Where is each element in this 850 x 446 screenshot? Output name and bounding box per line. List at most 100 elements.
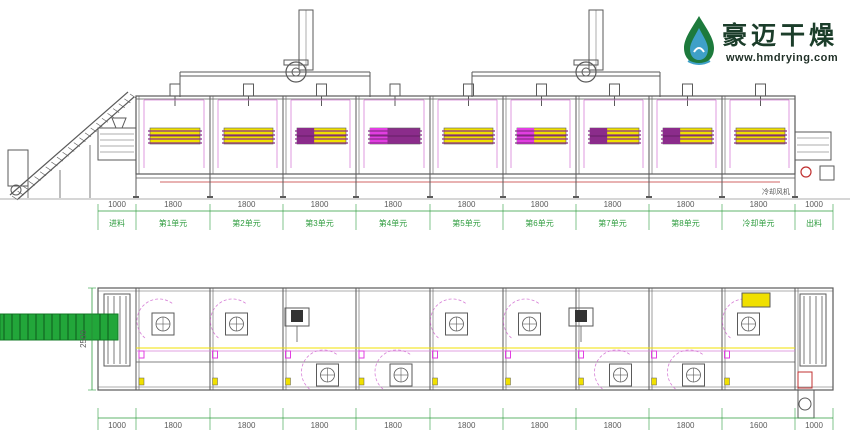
- conveyor-rib: [45, 166, 52, 172]
- conveyor-rib: [62, 152, 69, 157]
- leg-foot: [500, 196, 506, 198]
- dimension-label: 1000: [108, 200, 126, 209]
- dimension-label: 1000: [805, 200, 823, 209]
- circulation-fan-motor: [316, 83, 327, 97]
- conveyor-rib: [112, 108, 120, 113]
- incline-conveyor-top: [9, 91, 129, 196]
- dimension-label: 1800: [458, 200, 476, 209]
- plan-steam-valve: [432, 350, 438, 359]
- plan-bottom-fan: [609, 363, 632, 387]
- plan-steam-valve: [505, 350, 511, 359]
- conveyor-rib: [73, 142, 80, 147]
- unit-label: 第1单元: [159, 218, 187, 228]
- plan-dimension-label: 1800: [164, 421, 182, 430]
- plan-drain-valve: [724, 377, 730, 386]
- incline-conveyor-hopper: [7, 149, 29, 187]
- dimension-label: 1800: [311, 200, 329, 209]
- leg-foot: [719, 196, 725, 198]
- plan-dimension-label: 1000: [108, 421, 126, 430]
- unit-label: 第2单元: [232, 218, 260, 228]
- discharge-motor: [819, 165, 835, 181]
- plan-drain-valve: [358, 377, 365, 386]
- unit-label: 第3单元: [305, 218, 333, 228]
- leg-foot: [353, 196, 359, 198]
- plan-drain-valve: [138, 377, 145, 386]
- leg-foot: [792, 196, 798, 198]
- plan-dimension-label: 1800: [384, 421, 402, 430]
- unit-label: 第6单元: [525, 218, 553, 228]
- feed-hopper: [111, 117, 127, 129]
- plan-steam-valve: [651, 350, 657, 359]
- conveyor-rib: [107, 113, 114, 118]
- conveyor-rib: [11, 195, 19, 201]
- unit-label: 第8单元: [671, 218, 699, 228]
- plan-exhaust-motor: [575, 310, 587, 322]
- circulation-fan-motor: [243, 83, 254, 97]
- conveyor-rib: [124, 98, 131, 104]
- dimension-label: 1800: [164, 200, 182, 209]
- leg-foot: [646, 196, 652, 198]
- plan-bottom-fan: [682, 363, 705, 387]
- plan-top-fan: [518, 312, 541, 336]
- conveyor-rib: [79, 137, 86, 142]
- plan-cooling-box: [741, 292, 771, 308]
- plan-discharge-drive: [797, 389, 815, 419]
- conveyor-rib: [96, 122, 103, 128]
- plan-discharge-motor: [797, 371, 813, 389]
- leg-foot: [280, 196, 286, 198]
- leg-foot: [573, 196, 579, 198]
- plan-drain-valve: [578, 377, 584, 386]
- leg-foot: [133, 196, 139, 198]
- fan-flange: [573, 59, 599, 66]
- plan-dimension-label: 1800: [458, 421, 476, 430]
- conveyor-rib: [28, 181, 36, 186]
- fan-flange: [283, 59, 309, 66]
- plan-top-fan: [225, 312, 248, 336]
- plan-discharge-head: [799, 293, 827, 367]
- unit-label: 出料: [806, 218, 822, 228]
- leg-foot: [427, 196, 433, 198]
- circulation-fan-motor: [169, 83, 181, 97]
- plan-bottom-fan: [389, 363, 413, 387]
- feed-box: [97, 127, 137, 161]
- plan-drain-valve: [651, 377, 657, 386]
- conveyor-rib: [17, 190, 24, 196]
- cooling-fan-callout: 冷却风机: [762, 187, 790, 196]
- conveyor-rib: [118, 103, 125, 108]
- plan-drain-valve: [505, 377, 511, 386]
- plan-dimension-label: 1800: [531, 421, 549, 430]
- unit-label: 进料: [109, 218, 125, 228]
- dimension-label: 1800: [677, 200, 695, 209]
- plan-top-fan: [445, 312, 468, 336]
- water-drop-icon: [684, 16, 714, 65]
- plan-drain-valve: [212, 377, 218, 386]
- plan-steam-valve: [212, 350, 218, 359]
- plan-dimension-label: 1800: [604, 421, 622, 430]
- plan-exhaust-motor: [291, 310, 303, 322]
- brand-logo: 豪迈干燥 www.hmdrying.com: [676, 14, 846, 70]
- brand-url: www.hmdrying.com: [726, 52, 839, 64]
- dimension-label: 1800: [238, 200, 256, 209]
- plan-steam-valve: [285, 350, 291, 359]
- conveyor-rib: [101, 118, 109, 123]
- circulation-fan-motor: [682, 83, 693, 97]
- plan-steam-valve: [358, 350, 365, 359]
- conveyor-rib: [129, 93, 137, 99]
- plan-drain-valve: [285, 377, 291, 386]
- dimension-label: 1800: [750, 200, 768, 209]
- plan-steam-valve: [724, 350, 730, 359]
- unit-label: 第7单元: [598, 218, 626, 228]
- plan-top-fan: [151, 312, 175, 336]
- dimension-label: 1800: [604, 200, 622, 209]
- plan-steam-valve: [138, 350, 145, 359]
- brand-name: 豪迈干燥: [722, 21, 839, 50]
- conveyor-roller: [10, 184, 22, 196]
- unit-label: 第4单元: [379, 218, 407, 228]
- plan-steam-valve: [578, 350, 584, 359]
- incline-conveyor-bottom: [17, 96, 135, 200]
- plan-dimension-label: 1600: [750, 421, 768, 430]
- plan-drain-valve: [432, 377, 438, 386]
- circulation-fan-motor: [609, 83, 620, 97]
- plan-height-label: 2500: [79, 330, 88, 348]
- unit-label: 冷却单元: [743, 218, 775, 228]
